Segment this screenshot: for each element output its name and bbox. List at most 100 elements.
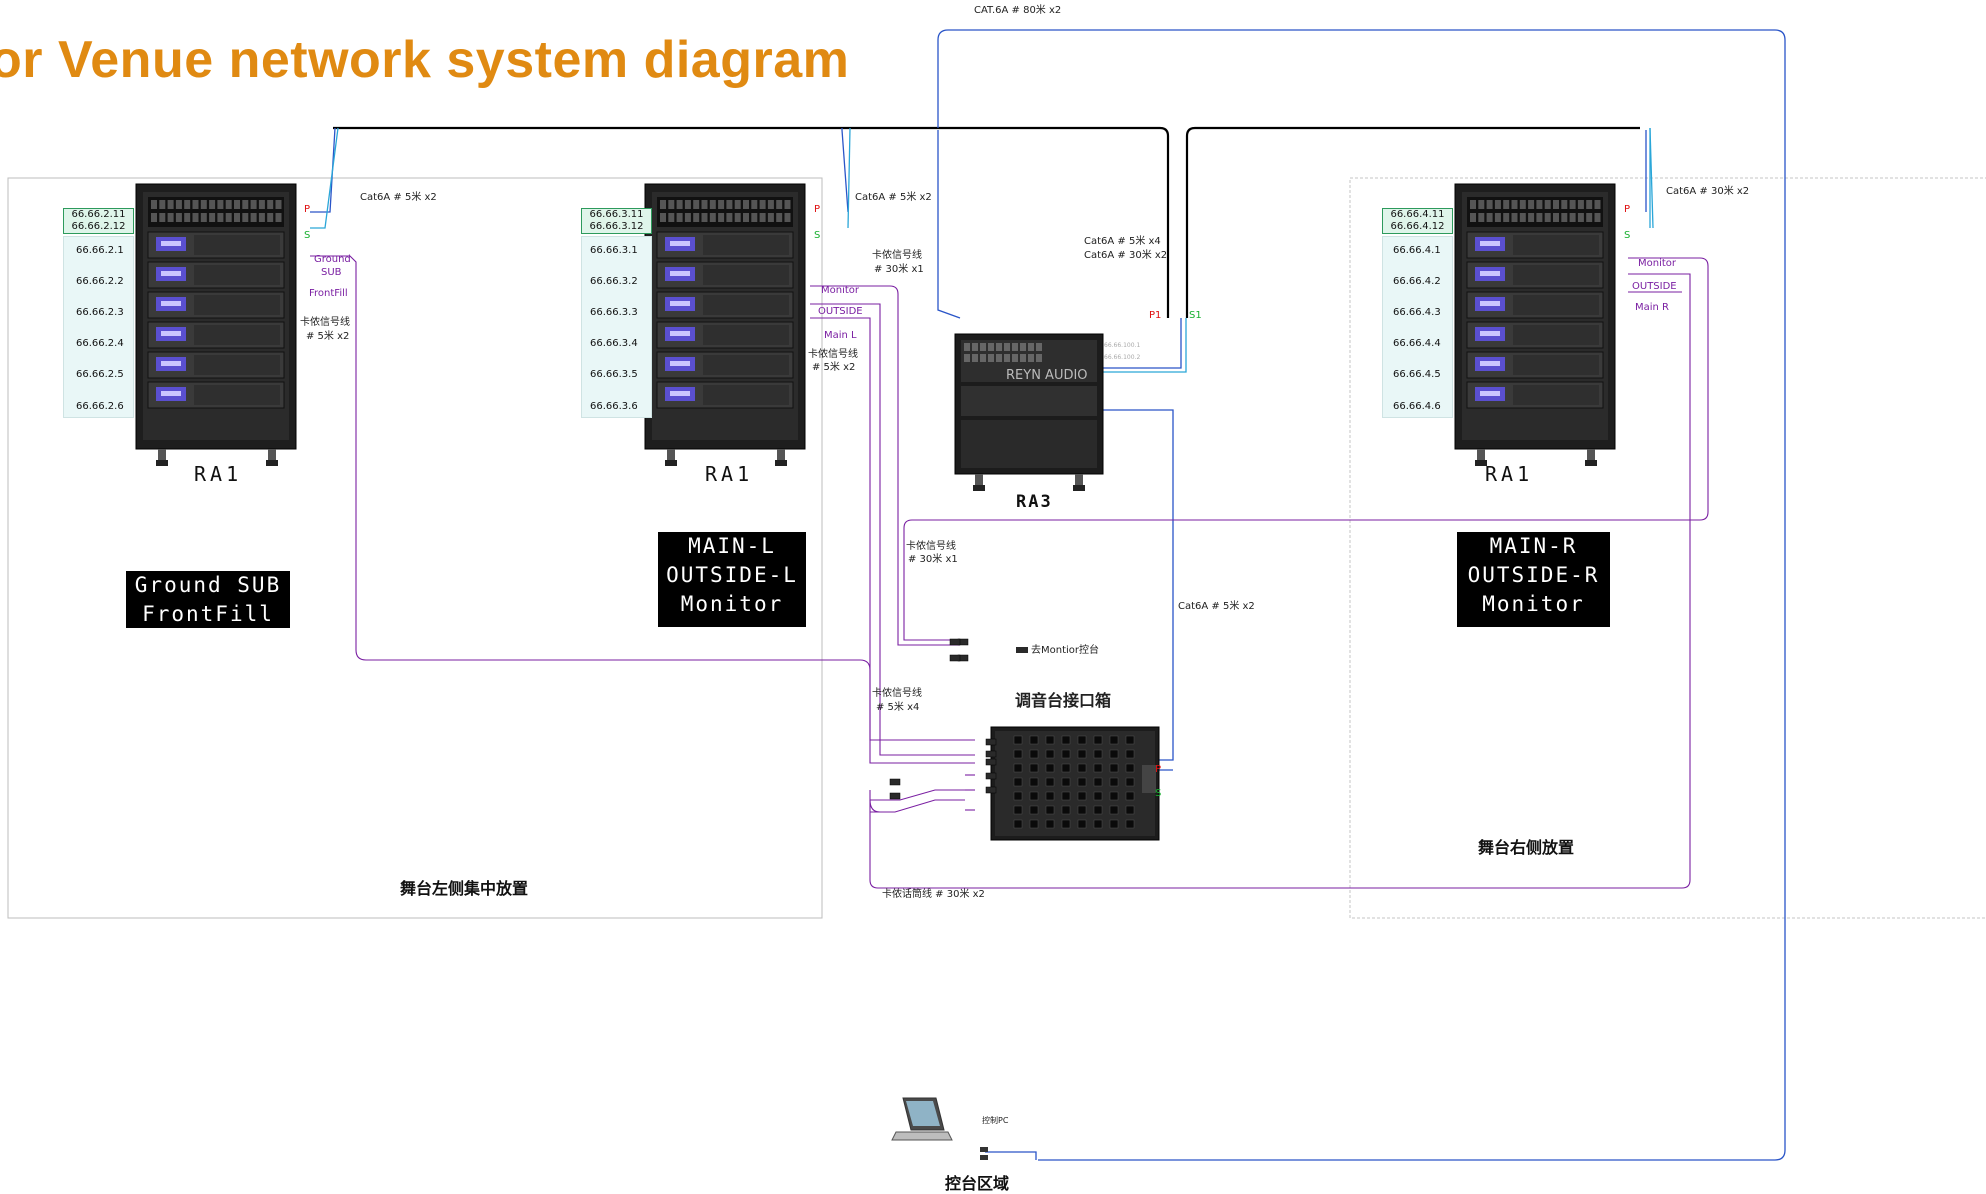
label-box-left-line2: FrontFill [142,602,274,626]
laptop-icon [891,1097,988,1160]
label-box-right-line2: OUTSIDE-R [1467,563,1600,587]
control-pc-label: 控制PC [982,1116,1009,1125]
racks-layer [135,183,1616,491]
cable-cat6a-vertical: Cat6A # 5米 x2 [1178,601,1255,612]
port-monitor-right: Monitor [1638,258,1677,269]
port-p-center: P [814,204,821,215]
label-box-right: MAIN-R OUTSIDE-R Monitor [1457,532,1610,627]
ip-head-center: 66.66.3.11 66.66.3.12 [581,208,652,234]
label-box-center-line1: MAIN-L [688,534,776,558]
ip-right-6: 66.66.4.6 [1393,401,1441,412]
ip-right-5: 66.66.4.5 [1393,369,1441,380]
label-box-center: MAIN-L OUTSIDE-L Monitor [658,532,806,627]
backbone-cables [333,126,1640,318]
ip-list-center [581,236,652,418]
label-box-center-line3: Monitor [680,592,784,616]
rack-name-ra3: RA3 [1016,492,1053,512]
rack-name-left: RA1 [194,462,243,486]
signal-mid-line1: 卡侬信号线 [906,541,956,552]
ip-center-4: 66.66.3.4 [590,338,638,349]
rack-right [1454,183,1616,466]
ip-list-left [63,236,134,418]
rack-ra3 [954,333,1104,491]
cable-cat6a-ra3-a: Cat6A # 5米 x4 [1084,236,1161,247]
ip-left-2: 66.66.2.2 [76,276,124,287]
port-s1-ra3: S1 [1189,310,1202,321]
ip-right-1: 66.66.4.1 [1393,245,1441,256]
ip-head-left: 66.66.2.11 66.66.2.12 [63,208,134,234]
port-mainr-right: Main R [1635,302,1669,313]
signal-bottom-line1: 卡侬信号线 [872,688,922,699]
port-p-stagebox: P [1155,764,1162,775]
port-frontfill-left: FrontFill [309,288,348,299]
network-cables-primary [310,29,1786,1161]
ip-center-2: 66.66.3.2 [590,276,638,287]
ip-right-2: 66.66.4.2 [1393,276,1441,287]
label-box-right-line3: Monitor [1482,592,1585,616]
cable-cat6a-ra3-b: Cat6A # 30米 x2 [1084,250,1168,261]
port-ground-left: Ground [314,254,351,265]
cable-cat6a-left: Cat6A # 5米 x2 [360,192,437,203]
diagram-title: or Venue network system diagram [0,31,850,89]
ra3-brand: REYN AUDIO [1006,368,1088,383]
zone-left-boundary [7,177,823,919]
stagebox-label: 调音台接口箱 [1015,691,1112,710]
signal-center2-line1: 卡侬信号线 [808,349,858,360]
cable-cat6a-center: Cat6A # 5米 x2 [855,192,932,203]
ip-head-right-1: 66.66.4.11 [1390,209,1445,220]
signal-center2-line2: # 5米 x2 [812,362,856,373]
ra3-ip-2: 66.66.100.2 [1104,354,1141,361]
ip-head-right-2: 66.66.4.12 [1390,221,1445,232]
port-monitor-center: Monitor [821,285,860,296]
ip-center-6: 66.66.3.6 [590,401,638,412]
ip-left-6: 66.66.2.6 [76,401,124,412]
ip-center-5: 66.66.3.5 [590,369,638,380]
ip-left-3: 66.66.2.3 [76,307,124,318]
ip-head-center-2: 66.66.3.12 [589,221,644,232]
port-s-center: S [814,230,821,241]
ip-head-center-1: 66.66.3.11 [589,209,644,220]
control-area-label: 控台区域 [945,1176,1010,1193]
signal-mid-line2: # 30米 x1 [908,554,958,565]
signal-left-line2: # 5米 x2 [306,331,350,342]
xlr-connectors [889,638,1028,800]
zone-left-label: 舞台左侧集中放置 [400,881,529,898]
rack-center [644,183,806,466]
port-p-right: P [1624,204,1631,215]
ip-left-4: 66.66.2.4 [76,338,124,349]
port-p1-ra3: P1 [1149,310,1162,321]
cable-cat6a-right: Cat6A # 30米 x2 [1666,186,1750,197]
label-box-left-line1: Ground SUB [134,573,282,597]
port-s-left: S [304,230,311,241]
port-mainl-center: Main L [824,330,857,341]
ip-head-left-1: 66.66.2.11 [71,209,126,220]
rack-name-center: RA1 [705,462,754,486]
mic-cable-label: 卡侬话筒线 # 30米 x2 [882,889,985,900]
port-outside-right: OUTSIDE [1632,281,1677,292]
signal-left-line1: 卡侬信号线 [300,317,350,328]
label-box-left: Ground SUB FrontFill [126,571,290,628]
ip-right-3: 66.66.4.3 [1393,307,1441,318]
zone-right-boundary [1349,177,1986,919]
ip-center-3: 66.66.3.3 [590,307,638,318]
ip-left-5: 66.66.2.5 [76,369,124,380]
signal-center-line1: 卡侬信号线 [872,250,922,261]
port-s-right: S [1624,230,1631,241]
zone-right-label: 舞台右侧放置 [1478,840,1575,857]
rack-left [135,183,297,466]
signal-cables [310,255,1709,889]
cable-cat6a-80: CAT.6A # 80米 x2 [974,5,1062,16]
stagebox-device [990,726,1160,841]
ip-left-1: 66.66.2.1 [76,245,124,256]
ip-right-4: 66.66.4.4 [1393,338,1441,349]
port-p-left: P [304,204,311,215]
ip-center-1: 66.66.3.1 [590,245,638,256]
signal-bottom-line2: # 5米 x4 [876,702,920,713]
label-box-center-line2: OUTSIDE-L [666,563,798,587]
ip-list-right [1382,236,1453,418]
ra3-ip-1: 66.66.100.1 [1104,342,1141,349]
port-sub-left: SUB [321,267,342,278]
to-monitor-label: 去Montior控台 [1031,645,1100,656]
port-outside-center: OUTSIDE [818,306,863,317]
